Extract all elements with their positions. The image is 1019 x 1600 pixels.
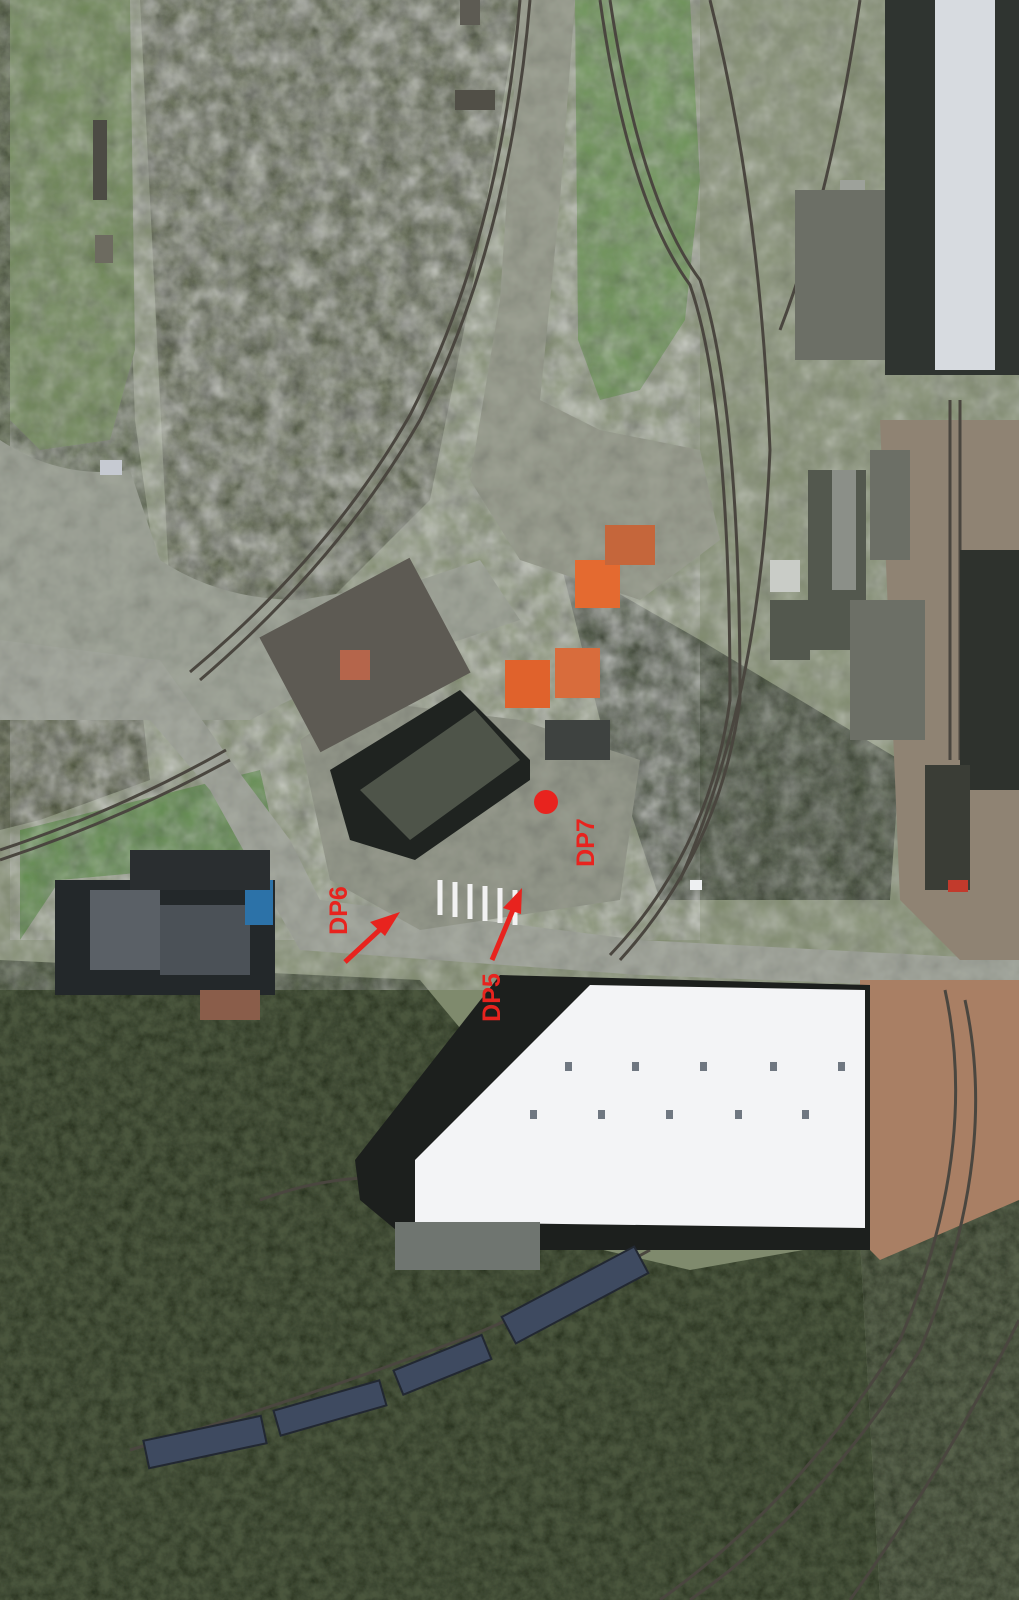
building-east	[960, 550, 1019, 790]
dp6-arrow	[343, 912, 400, 964]
train-coaches	[142, 1245, 650, 1470]
railcar-east	[925, 765, 970, 890]
building-west	[55, 850, 275, 1020]
lawns	[10, 0, 700, 940]
shed	[330, 690, 530, 860]
material-stacks	[795, 190, 925, 740]
equipment	[93, 0, 702, 890]
dirt-area	[860, 980, 1019, 1260]
railcar-end	[948, 880, 968, 892]
dp7-label: DP7	[571, 818, 600, 867]
building-north-roof	[935, 0, 995, 370]
dp5-label: DP5	[477, 973, 506, 1022]
dp5-arrow	[489, 888, 522, 961]
warehouse	[355, 975, 870, 1270]
dp6-label: DP6	[324, 886, 353, 935]
dp7-point	[534, 790, 558, 814]
